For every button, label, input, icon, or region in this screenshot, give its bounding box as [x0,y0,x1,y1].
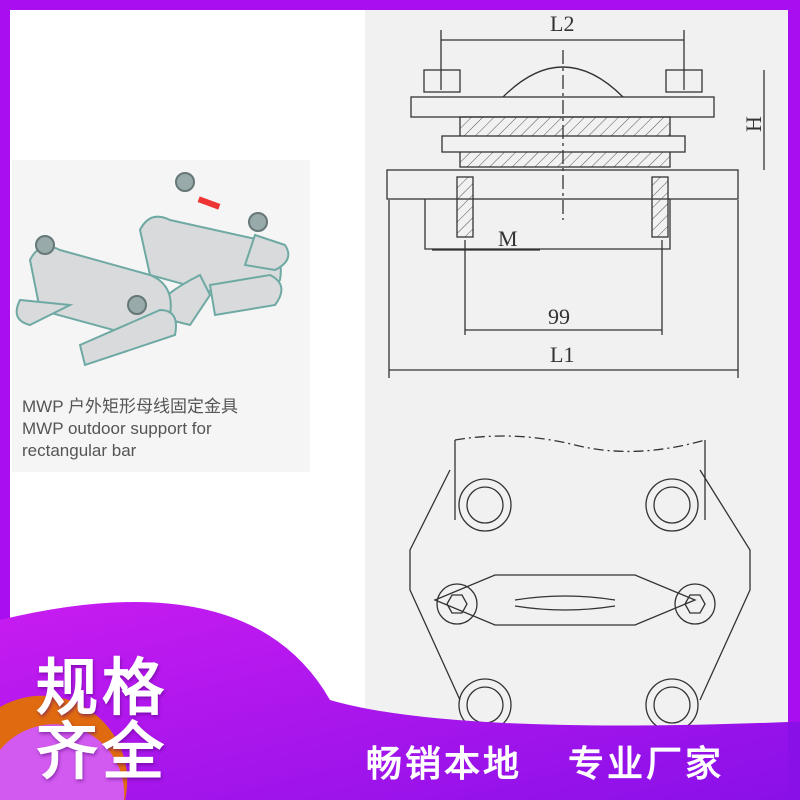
dimension-l2: L2 [550,11,575,36]
dimension-l1: L1 [550,342,575,367]
caption-chinese: MWP 户外矩形母线固定金具 [22,397,238,416]
caption-english-1: MWP outdoor support for [22,419,212,438]
dimension-m: M [498,226,518,251]
headline-line-1: 规格 [36,651,169,724]
side-view-drawing [386,30,765,378]
pink-accent-shape [0,724,125,800]
dimension-h: H [740,116,766,132]
headline-line-2: 齐全 [36,715,169,788]
product-photo [15,172,290,367]
slogan-left: 畅销本地 [366,744,523,785]
dimension-99: 99 [548,304,570,329]
caption-english-2: rectangular bar [22,441,137,460]
slogan-right: 专业厂家 [568,744,725,785]
top-view-drawing [409,435,751,732]
banner-shape [0,602,788,800]
